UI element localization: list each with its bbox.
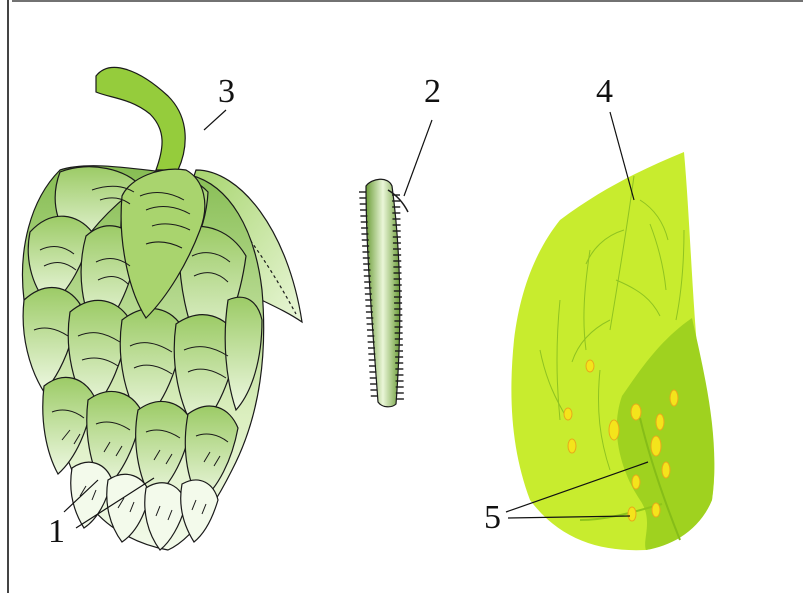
label-5: 5: [484, 499, 501, 536]
leader-2: [404, 120, 432, 196]
cone-stem: [96, 67, 185, 170]
hop-cone: [23, 67, 303, 550]
leader-3: [204, 110, 226, 130]
cone-axis: [359, 179, 408, 407]
label-3: 3: [218, 73, 235, 110]
label-2: 2: [424, 73, 441, 110]
label-4: 4: [596, 73, 613, 110]
bract: [511, 152, 714, 550]
label-1: 1: [48, 513, 65, 550]
